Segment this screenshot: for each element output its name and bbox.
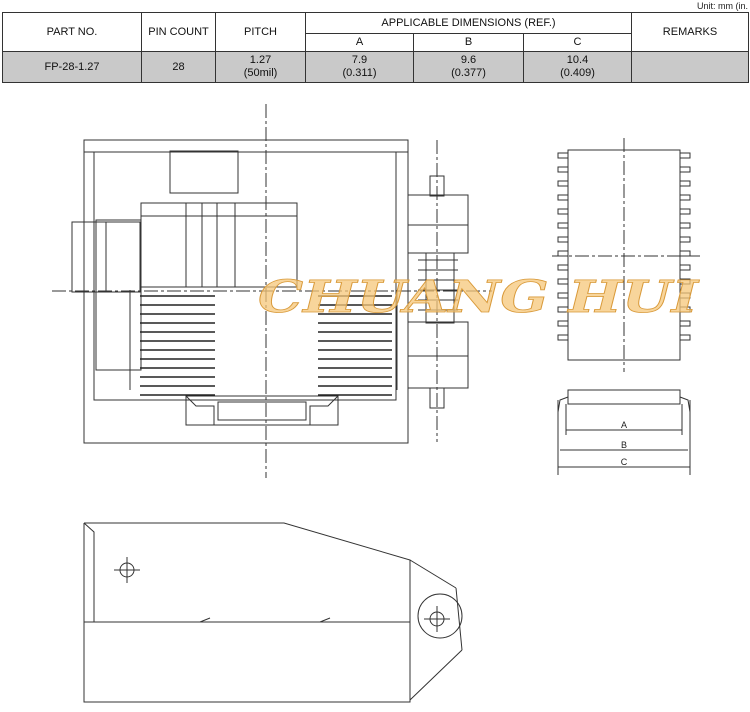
cell-pin-count: 28 — [141, 51, 216, 83]
watermark: CHUANG HUI — [258, 272, 700, 323]
pitch-mm: 1.27 — [249, 54, 272, 66]
socket-top-view — [71, 139, 469, 444]
socket-side-view — [83, 522, 463, 703]
header-pin-count: PIN COUNT — [141, 12, 216, 52]
ic-package-top — [552, 138, 700, 372]
ic-leads-right — [679, 152, 691, 341]
dimension-label-c: C — [621, 457, 628, 467]
contacts-left — [140, 295, 215, 396]
dimension-label-b: B — [621, 440, 627, 450]
dimension-label-a: A — [621, 420, 627, 430]
cell-c: 10.4 (0.409) — [523, 51, 632, 83]
table-row: FP-28-1.27 28 1.27 (50mil) 7.9 (0.311) 9… — [2, 51, 749, 83]
ic-package-side — [557, 389, 691, 475]
ic-leads-left — [557, 152, 569, 341]
b-mm: 9.6 — [460, 54, 477, 66]
header-dimensions: APPLICABLE DIMENSIONS (REF.) — [305, 12, 632, 34]
b-in: (0.377) — [451, 67, 486, 79]
cell-b: 9.6 (0.377) — [413, 51, 524, 83]
spec-table: PART NO. PIN COUNT PITCH APPLICABLE DIME… — [2, 12, 749, 83]
c-mm: 10.4 — [566, 54, 589, 66]
a-mm: 7.9 — [351, 54, 368, 66]
cell-part-no: FP-28-1.27 — [2, 51, 142, 83]
c-in: (0.409) — [560, 67, 595, 79]
contacts-right — [318, 295, 392, 396]
header-remarks: REMARKS — [631, 12, 749, 52]
header-part-no: PART NO. — [2, 12, 142, 52]
cell-remarks — [631, 51, 749, 83]
center-lines — [52, 104, 492, 478]
a-in: (0.311) — [342, 67, 377, 79]
header-pitch: PITCH — [215, 12, 306, 52]
cell-pitch: 1.27 (50mil) — [215, 51, 306, 83]
cell-a: 7.9 (0.311) — [305, 51, 414, 83]
unit-note: Unit: mm (in. — [696, 1, 748, 11]
pitch-mil: (50mil) — [243, 67, 278, 79]
